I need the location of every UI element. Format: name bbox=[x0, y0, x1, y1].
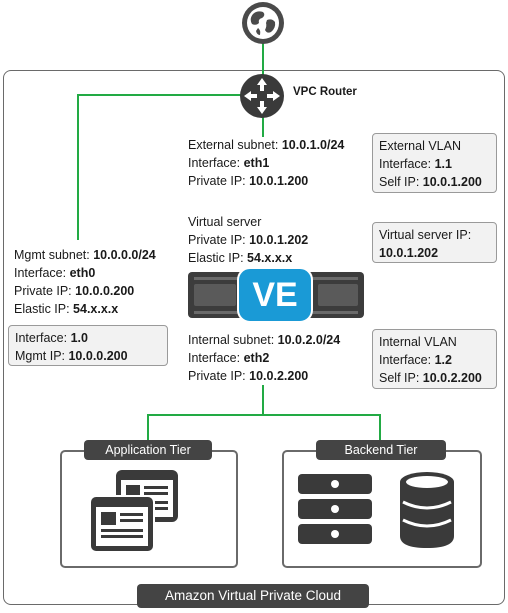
mgmt-subnet-info: Mgmt subnet: 10.0.0.0/24 Interface: eth0… bbox=[14, 248, 156, 316]
internal-vlan-box: Internal VLAN Interface: 1.2 Self IP: 10… bbox=[372, 329, 497, 389]
ve-logo: VE bbox=[252, 276, 298, 314]
vpc-label: Amazon Virtual Private Cloud bbox=[137, 584, 369, 608]
router-icon bbox=[238, 72, 286, 120]
internal-subnet-info: Internal subnet: 10.0.2.0/24 Interface: … bbox=[188, 333, 341, 383]
external-subnet-info: External subnet: 10.0.1.0/24 Interface: … bbox=[188, 138, 345, 188]
backend-tier-label: Backend Tier bbox=[316, 440, 446, 460]
router-mgmt-link bbox=[77, 94, 243, 240]
virtual-server-ip-box: Virtual server IP: 10.0.1.202 bbox=[372, 222, 497, 263]
external-private-ip-value: 10.0.1.200 bbox=[249, 174, 309, 188]
database-icon bbox=[398, 470, 456, 550]
external-vlan-box: External VLAN Interface: 1.1 Self IP: 10… bbox=[372, 133, 497, 193]
application-tier-label: Application Tier bbox=[84, 440, 212, 460]
tier-split-link bbox=[147, 414, 381, 440]
appliance-icon: VE bbox=[188, 267, 364, 323]
globe-icon bbox=[238, 0, 288, 46]
virtual-server-info: Virtual server Private IP: 10.0.1.202 El… bbox=[188, 215, 309, 265]
external-subnet-value: 10.0.1.0/24 bbox=[281, 138, 345, 152]
external-interface-value: eth1 bbox=[243, 156, 270, 170]
router-label: VPC Router bbox=[293, 86, 357, 98]
web-page-icon bbox=[88, 470, 184, 556]
external-vlan-title: External VLAN bbox=[379, 139, 461, 153]
server-rack-icon bbox=[298, 474, 372, 544]
mgmt-interface-box: Interface: 1.0 Mgmt IP: 10.0.0.200 bbox=[8, 325, 168, 366]
